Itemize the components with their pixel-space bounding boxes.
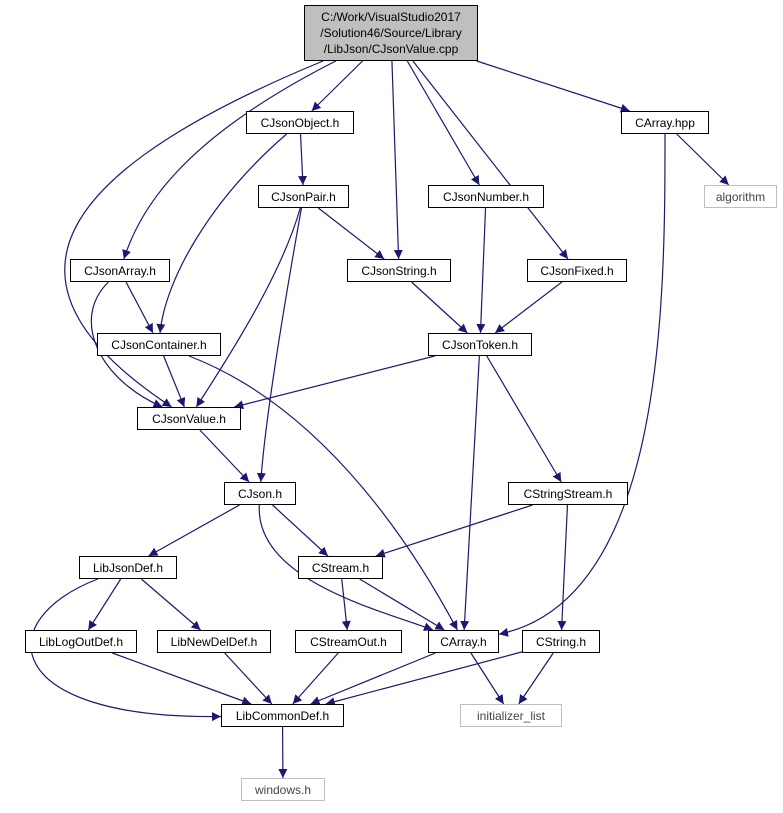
edge-carrayhpp-to-algorithm [676,133,730,186]
edge-carrayhpp-to-carray [498,133,666,637]
edge-cjson-to-libjsondef [148,504,240,557]
node-libcommondef-h[interactable]: LibCommonDef.h [221,704,344,727]
edge-cjson-to-carray [258,504,434,632]
edge-cstream-to-carray [359,578,445,631]
edge-cjsontoken-to-cstringstream [486,355,562,483]
node-algorithm: algorithm [704,185,777,208]
edge-cstringstream-to-cstring [557,504,569,631]
node-cjsonfixed-h[interactable]: CJsonFixed.h [527,259,627,282]
node-cjsoncontainer-h[interactable]: CJsonContainer.h [97,333,221,356]
edge-cjsonvalue-to-cjson [199,429,250,483]
edge-root-to-cjsonarray [122,60,337,260]
edge-cjsonpair-to-cjson [256,207,303,483]
node-cjson-h[interactable]: CJson.h [224,482,296,505]
node-cjsonnumber-h[interactable]: CJsonNumber.h [428,185,544,208]
edge-cjsonarray-to-cjsoncontainer [125,281,154,334]
node-cstreamout-h[interactable]: CStreamOut.h [295,630,402,653]
node-cjsonpair-h[interactable]: CJsonPair.h [258,185,349,208]
edge-liblogoutdef-to-libcommondef [112,652,252,706]
node-carray-hpp[interactable]: CArray.hpp [621,111,709,134]
edge-root-to-cjsonnumber [406,60,480,186]
edge-cjsontoken-to-cjsonvalue [234,355,435,410]
edge-cstreamout-to-libcommondef [292,652,339,705]
node-cjsonstring-h[interactable]: CJsonString.h [347,259,451,282]
node-cjsontoken-h[interactable]: CJsonToken.h [428,333,532,356]
edge-root-to-cjsonobject [311,60,363,112]
node-cjsonarray-h[interactable]: CJsonArray.h [70,259,170,282]
edge-cjsonpair-to-cjsonstring [317,207,385,260]
edge-cjsoncontainer-to-carray [188,355,458,631]
edge-cstring-to-initializer_list [518,652,554,705]
edge-carray-to-initializer_list [470,652,505,705]
edge-cjson-to-cstream [272,504,329,557]
edge-cjsontoken-to-carray [460,355,480,631]
edge-cjsonstring-to-cjsontoken [411,281,468,334]
node-windows-h: windows.h [241,778,325,801]
node-cstringstream-h[interactable]: CStringStream.h [508,482,628,505]
edge-root-to-carrayhpp [476,60,630,113]
edge-cstream-to-cstreamout [341,578,351,631]
edge-libjsondef-to-liblogoutdef [87,578,122,631]
edge-root-to-cjsonfixed [412,60,569,260]
edge-carray-to-libcommondef [310,652,436,705]
root-path-line-3: /LibJson/CJsonValue.cpp [323,42,459,56]
edge-libnewdeldef-to-libcommondef [224,652,273,705]
edge-cstring-to-libcommondef [325,651,523,707]
edge-cjsonobject-to-cjsoncontainer [156,133,288,334]
node-libjsondef-h[interactable]: LibJsonDef.h [79,556,177,579]
root-path-line-1: C:/Work/VisualStudio2017 [321,10,461,24]
node-cjsonobject-h[interactable]: CJsonObject.h [246,111,354,134]
node-cstream-h[interactable]: CStream.h [298,556,383,579]
edge-cjsonobject-to-cjsonpair [298,133,308,186]
edge-cjsonnumber-to-cjsontoken [476,207,487,334]
edge-cstringstream-to-cstream [375,504,533,558]
edge-cjsonpair-to-cjsonvalue [195,207,301,408]
node-carray-h[interactable]: CArray.h [428,630,499,653]
edge-libjsondef-to-libnewdeldef [140,578,202,631]
edge-root-to-cjsonvalue [64,60,324,408]
node-initializer-list: initializer_list [460,704,562,727]
node-cjsonvalue-h[interactable]: CJsonValue.h [137,407,241,430]
edge-root-to-cjsonstring [391,60,403,260]
node-liblogoutdef-h[interactable]: LibLogOutDef.h [25,630,137,653]
edge-cjsonfixed-to-cjsontoken [494,281,563,334]
edge-libjsondef-to-libcommondef [30,578,222,722]
node-cstring-h[interactable]: CString.h [522,630,600,653]
node-cjsonvalue-cpp[interactable]: C:/Work/VisualStudio2017 /Solution46/Sou… [304,5,478,61]
root-path-line-2: /Solution46/Source/Library [320,26,462,40]
node-libnewdeldef-h[interactable]: LibNewDelDef.h [157,630,271,653]
edge-cjsoncontainer-to-cjsonvalue [163,355,186,408]
